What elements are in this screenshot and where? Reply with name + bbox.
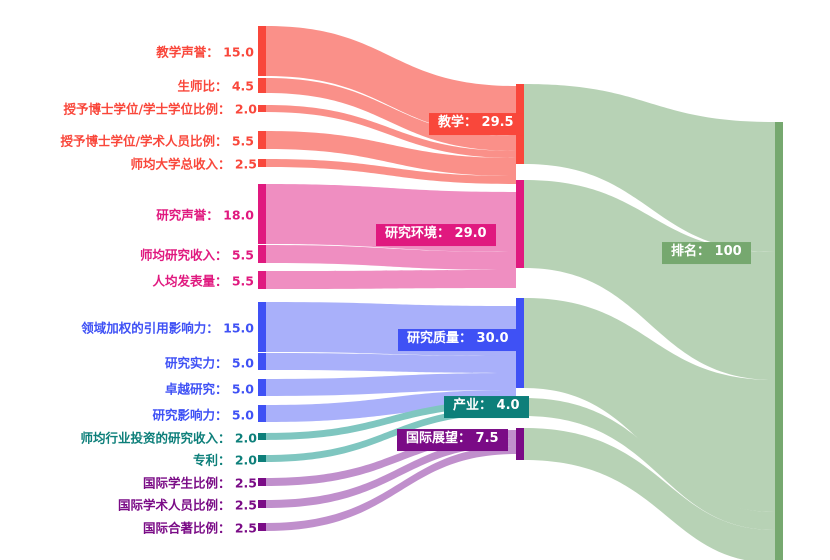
source-label-field-weighted-citation: 领域加权的引用影响力： 15.0 [81, 320, 254, 336]
link-research-income [266, 245, 516, 270]
link-research-env-to-ranking [524, 180, 775, 380]
node-bar-intl-outlook[interactable] [516, 428, 524, 460]
source-label-research-excellence: 卓越研究： 5.0 [165, 381, 254, 397]
source-label-publications-per-staff: 人均发表量： 5.5 [152, 273, 255, 289]
link-industry-to-ranking [524, 398, 775, 530]
node-bars-source [258, 26, 266, 531]
link-teaching-to-ranking [524, 84, 775, 252]
node-label-ranking[interactable]: 排名： 100 [662, 242, 751, 264]
link-intl-students [266, 430, 516, 486]
node-bar-teaching-reputation[interactable] [258, 26, 266, 76]
source-label-student-staff-ratio: 生师比： 4.5 [177, 78, 255, 94]
source-label-institutional-income: 师均大学总收入： 2.5 [130, 156, 258, 172]
node-label-research-env[interactable]: 研究环境： 29.0 [376, 224, 496, 246]
node-bar-doctorate-bachelor[interactable] [258, 105, 266, 112]
source-label-research-influence: 研究影响力： 5.0 [152, 407, 255, 423]
source-label-intl-staff-ratio: 国际学术人员比例： 2.5 [118, 497, 257, 513]
source-label-teaching-reputation: 教学声誉： 15.0 [156, 44, 254, 60]
node-bar-research-excellence[interactable] [258, 379, 266, 396]
link-intl-outlook-to-ranking [524, 428, 775, 560]
node-label-research-quality[interactable]: 研究质量： 30.0 [398, 329, 518, 351]
node-bar-doctorate-staff[interactable] [258, 131, 266, 149]
source-label-research-strength: 研究实力： 5.0 [165, 355, 254, 371]
node-bar-institutional-income[interactable] [258, 159, 266, 167]
source-label-intl-coauthor-ratio: 国际合著比例： 2.5 [143, 520, 257, 536]
link-research-quality-to-ranking [524, 298, 775, 512]
source-label-research-income: 师均研究收入： 5.5 [140, 247, 254, 263]
node-bar-research-reputation[interactable] [258, 184, 266, 244]
node-bar-research-env[interactable] [516, 180, 524, 268]
node-bar-intl-staff[interactable] [258, 500, 266, 508]
node-bar-research-income[interactable] [258, 245, 266, 263]
source-label-doctorate-bachelor-ratio: 授予博士学位/学士学位比例： 2.0 [63, 101, 257, 117]
node-bar-field-weighted-citation[interactable] [258, 302, 266, 352]
link-doctorate-bachelor [266, 105, 516, 158]
link-group-teaching [266, 26, 516, 184]
node-bar-student-staff-ratio[interactable] [258, 78, 266, 93]
link-doctorate-staff [266, 131, 516, 176]
link-publications-per-staff [266, 270, 516, 289]
node-label-industry[interactable]: 产业： 4.0 [444, 396, 529, 418]
node-bar-research-strength[interactable] [258, 353, 266, 370]
link-group-intl-outlook [266, 430, 516, 531]
link-intl-coauthor [266, 446, 516, 531]
node-bar-intl-coauthor[interactable] [258, 523, 266, 531]
link-institutional-income [266, 159, 516, 184]
node-bar-patents[interactable] [258, 455, 266, 462]
source-label-research-reputation: 研究声誉： 18.0 [156, 207, 254, 223]
link-intl-staff [266, 438, 516, 508]
link-research-strength [266, 353, 516, 373]
link-research-excellence [266, 373, 516, 396]
node-label-intl-outlook[interactable]: 国际展望： 7.5 [397, 429, 508, 451]
link-group-research-quality [266, 302, 516, 422]
source-label-industry-research-income: 师均行业投资的研究收入： 2.0 [80, 430, 258, 446]
source-label-intl-students-ratio: 国际学生比例： 2.5 [143, 475, 257, 491]
node-bar-ranking[interactable] [775, 122, 783, 560]
node-bar-intl-students[interactable] [258, 478, 266, 486]
node-bar-research-quality[interactable] [516, 298, 524, 388]
link-group-to-ranking [524, 84, 775, 560]
source-label-doctorate-staff-ratio: 授予博士学位/学术人员比例： 5.5 [60, 133, 254, 149]
node-bar-research-influence[interactable] [258, 405, 266, 422]
link-teaching-reputation [266, 26, 516, 136]
node-bar-industry-research-income[interactable] [258, 433, 266, 440]
node-bars-target [775, 122, 783, 560]
node-label-teaching[interactable]: 教学： 29.5 [429, 113, 523, 135]
link-patents [266, 407, 516, 462]
source-label-patents: 专利： 2.0 [193, 452, 257, 468]
node-bar-publications-per-staff[interactable] [258, 271, 266, 289]
